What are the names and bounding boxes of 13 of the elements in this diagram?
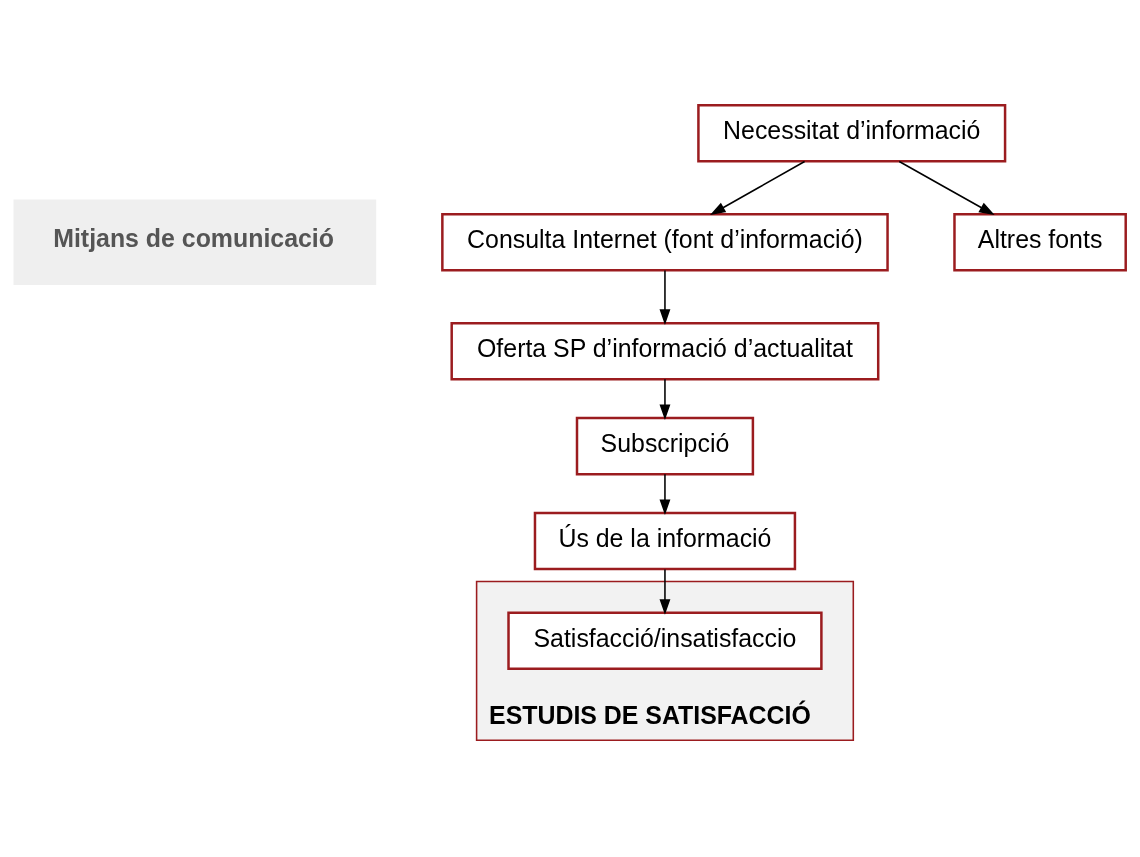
node-box: Necessitat d’informació	[697, 103, 1007, 162]
node-box: Ús de la informació	[533, 511, 797, 570]
arrow	[710, 160, 806, 215]
node-box: Subscripció	[575, 416, 755, 475]
arrow	[898, 160, 995, 215]
arrow	[659, 472, 671, 515]
arrow	[659, 378, 671, 420]
node-box: Satisfacció/insatisfaccio	[507, 610, 823, 670]
node-box: Oferta SP d’informació d’actualitat	[450, 321, 880, 380]
node-box: Altres fonts	[953, 212, 1127, 271]
arrow	[659, 269, 671, 325]
arrow	[659, 568, 671, 615]
node-box: Consulta Internet (font d’informació)	[441, 212, 889, 271]
